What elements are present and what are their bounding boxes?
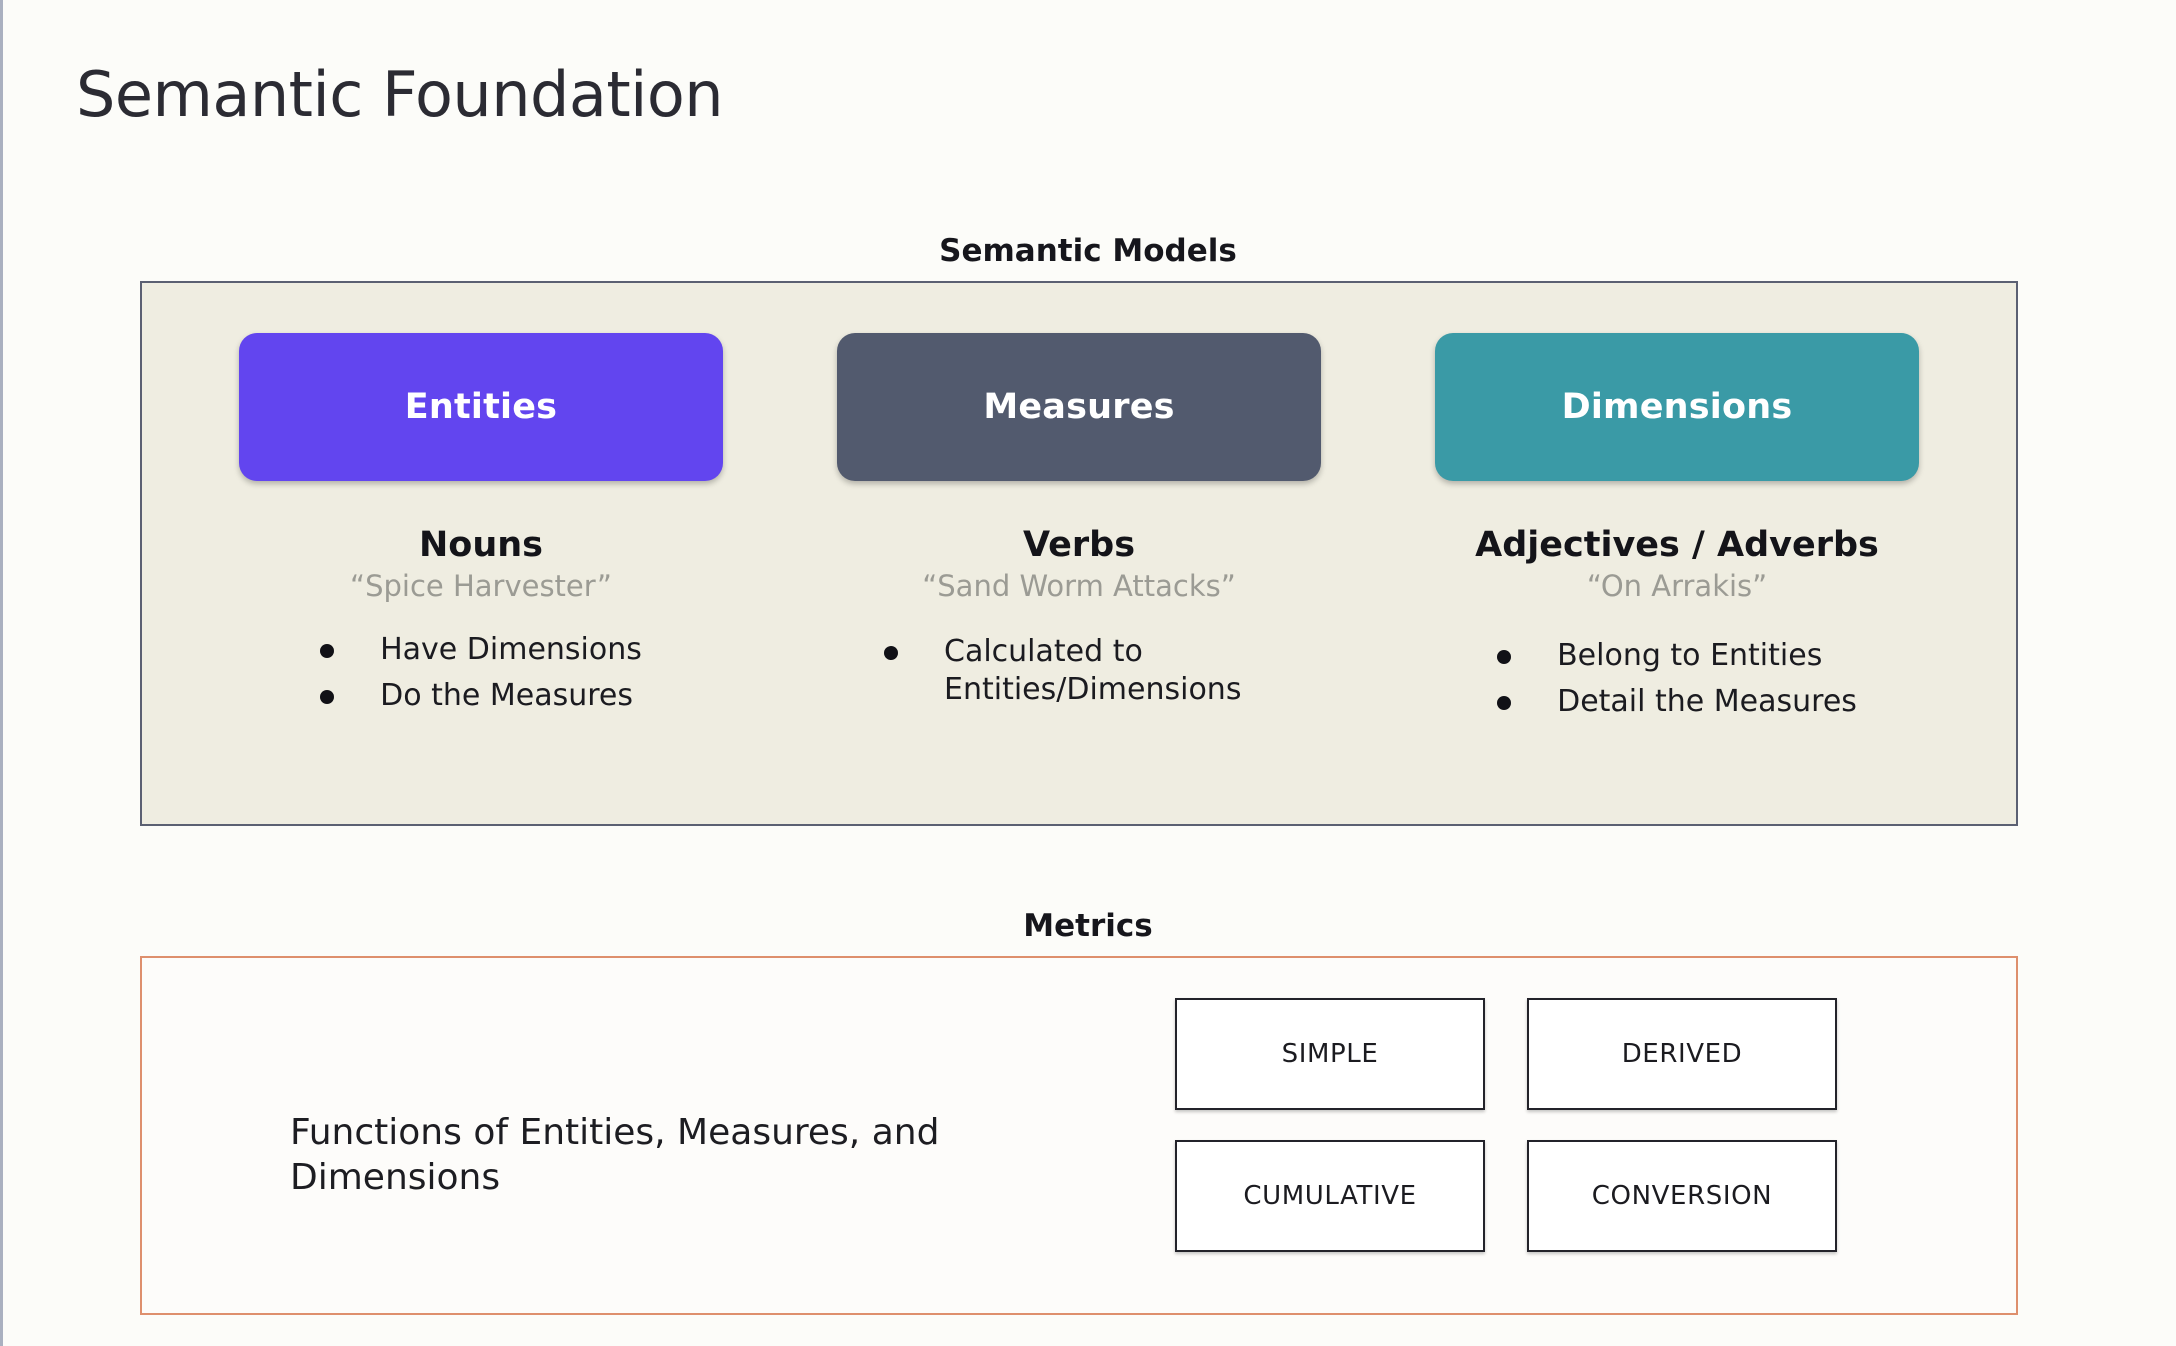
semantic-models-columns: Entities Nouns “Spice Harvester” Have Di… — [142, 283, 2016, 824]
entities-bullet-list: Have Dimensions Do the Measures — [320, 631, 642, 724]
list-item: Belong to Entities — [1497, 637, 1857, 675]
list-item: Do the Measures — [320, 677, 642, 715]
entities-pill-label: Entities — [404, 387, 558, 427]
metric-box-simple-label: SIMPLE — [1281, 1039, 1379, 1069]
list-item: Have Dimensions — [320, 631, 642, 669]
metric-box-derived-label: DERIVED — [1621, 1039, 1743, 1069]
metrics-type-grid: SIMPLE DERIVED CUMULATIVE CONVERSION — [1175, 998, 1837, 1252]
semantic-column-entities: Entities Nouns “Spice Harvester” Have Di… — [182, 333, 780, 724]
measures-bullet-list: Calculated to Entities/Dimensions — [884, 633, 1274, 718]
semantic-models-heading: Semantic Models — [939, 233, 1237, 269]
measures-pill[interactable]: Measures — [837, 333, 1321, 481]
list-item: Detail the Measures — [1497, 683, 1857, 721]
entities-bullet-2: Do the Measures — [380, 678, 633, 714]
entities-example: “Spice Harvester” — [350, 569, 612, 603]
bullet-dot-icon — [1497, 650, 1512, 664]
dimensions-example: “On Arrakis” — [1586, 569, 1768, 603]
entities-bullet-1: Have Dimensions — [380, 632, 642, 667]
metric-box-cumulative[interactable]: CUMULATIVE — [1175, 1140, 1485, 1252]
metrics-heading: Metrics — [1023, 908, 1153, 944]
metrics-description: Functions of Entities, Measures, and Dim… — [290, 1112, 940, 1199]
measures-bullet-1: Calculated to Entities/Dimensions — [944, 634, 1242, 708]
metrics-panel: Functions of Entities, Measures, and Dim… — [140, 956, 2018, 1315]
entities-headword: Nouns — [418, 525, 543, 565]
dimensions-pill-label: Dimensions — [1561, 387, 1793, 427]
bullet-dot-icon — [884, 646, 898, 660]
semantic-models-panel: Entities Nouns “Spice Harvester” Have Di… — [140, 281, 2018, 826]
semantic-column-measures: Measures Verbs “Sand Worm Attacks” Calcu… — [780, 333, 1378, 718]
measures-headword: Verbs — [1022, 525, 1136, 565]
semantic-column-dimensions: Dimensions Adjectives / Adverbs “On Arra… — [1378, 333, 1976, 730]
bullet-dot-icon — [320, 644, 335, 658]
metric-box-derived[interactable]: DERIVED — [1527, 998, 1837, 1110]
dimensions-bullet-list: Belong to Entities Detail the Measures — [1497, 637, 1857, 730]
metric-box-conversion-label: CONVERSION — [1591, 1181, 1773, 1211]
dimensions-headword: Adjectives / Adverbs — [1475, 525, 1879, 565]
bullet-dot-icon — [320, 690, 335, 705]
dimensions-pill[interactable]: Dimensions — [1435, 333, 1919, 481]
measures-example: “Sand Worm Attacks” — [922, 569, 1236, 603]
dimensions-bullet-2: Detail the Measures — [1557, 684, 1857, 720]
entities-pill[interactable]: Entities — [239, 333, 723, 481]
metric-box-simple[interactable]: SIMPLE — [1175, 998, 1485, 1110]
metric-box-cumulative-label: CUMULATIVE — [1243, 1181, 1417, 1211]
dimensions-bullet-1: Belong to Entities — [1557, 638, 1823, 673]
measures-pill-label: Measures — [983, 387, 1175, 427]
left-edge-rule — [0, 0, 3, 1346]
list-item: Calculated to Entities/Dimensions — [884, 633, 1274, 710]
bullet-dot-icon — [1497, 696, 1512, 711]
page-title: Semantic Foundation — [76, 58, 724, 131]
metric-box-conversion[interactable]: CONVERSION — [1527, 1140, 1837, 1252]
